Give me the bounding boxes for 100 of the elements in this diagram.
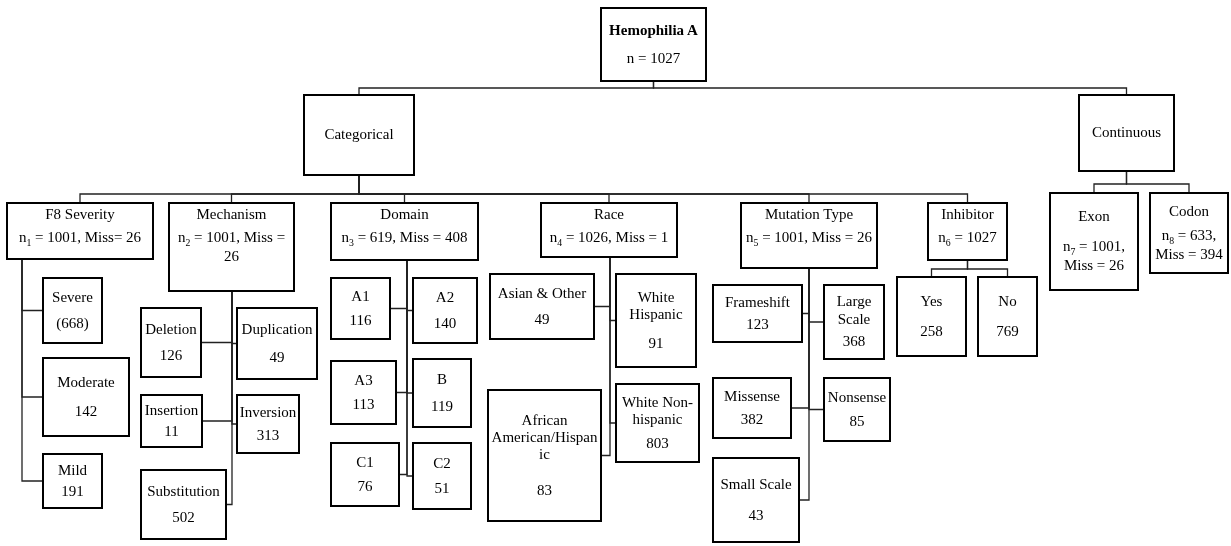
count-label: 191 [61,483,84,501]
category-label: Domain [380,206,429,224]
category-label: Yes [920,292,943,311]
category-box [236,307,318,380]
connector-line [1125,171,1190,193]
category-label: Continuous [1091,124,1162,142]
category-label: Mutation Type [764,206,854,224]
category-label: Small Scale [720,475,792,493]
category-label: Deletion [145,320,197,338]
count-label: 313 [256,426,280,445]
category-label: Hemophilia A [609,21,698,40]
category-box [615,273,697,368]
category-label: Exon [1078,208,1110,226]
category-box [42,453,103,509]
category-box [823,284,885,360]
count-label: 49 [269,348,285,366]
category-box [330,442,400,507]
category-box [540,202,678,258]
category-label: F8 Severity [45,206,115,224]
category-label: Moderate [57,373,115,391]
connector-line [21,259,43,482]
category-box [140,307,202,378]
category-label: A1 [351,287,370,306]
category-box [412,358,472,428]
category-box [740,202,878,269]
category-label: B [437,371,447,389]
category-box [330,277,391,340]
category-label: Race [594,206,624,224]
category-box [236,394,300,454]
count-label: n$_{5}$ = 1001, Miss = 26 [746,229,872,249]
category-box [712,377,792,439]
count-label: 119 [431,397,453,415]
category-box [823,377,891,442]
category-label: Substitution [147,482,220,500]
category-box [927,202,1008,261]
count-label: 11 [164,422,179,441]
count-label: 126 [159,347,183,365]
category-box [303,94,415,176]
count-label: 83 [537,482,552,500]
count-label: n$_{7}$ = 1001, Miss = 26 [1061,238,1127,275]
category-label: Frameshift [725,293,790,311]
count-label: 502 [172,509,195,527]
category-box [412,442,472,510]
category-label: Inhibitor [941,206,994,224]
connector-line [609,257,616,424]
category-box [600,7,707,82]
category-label: Codon [1169,202,1209,220]
category-box [412,277,478,344]
category-label: African American/Hispanic [490,411,599,464]
category-label: No [998,292,1017,311]
category-label: C2 [433,454,451,472]
category-box [140,469,227,540]
category-box [489,273,595,340]
category-label: Asian & Other [497,285,587,303]
count-label: 85 [849,413,865,431]
category-label: C1 [356,453,374,471]
category-box [615,383,700,463]
count-label: n = 1027 [626,49,681,68]
category-box [42,277,103,344]
category-label: Missense [724,387,780,405]
category-box [1078,94,1175,172]
category-box [487,389,602,522]
count-label: 368 [842,333,866,351]
count-label: (668) [56,314,89,332]
count-label: 43 [748,507,764,525]
category-label: White Non-hispanic [620,393,695,429]
category-label: Severe [52,289,93,307]
category-box [140,394,203,448]
connector-line [799,268,810,501]
count-label: n$_{4}$ = 1026, Miss = 1 [549,229,669,249]
count-label: n$_{3}$ = 619, Miss = 408 [341,229,468,249]
count-label: 49 [534,310,550,328]
category-box [42,357,130,437]
category-label: White Hispanic [628,288,684,324]
count-label: 51 [434,480,450,498]
count-label: 113 [352,396,375,414]
connector-line [406,260,413,477]
count-label: 142 [74,403,98,421]
count-label: 258 [920,322,943,341]
category-box [896,276,967,357]
category-label: A2 [435,289,455,307]
category-box [712,284,803,343]
count-label: 140 [433,314,457,332]
category-box [330,360,397,425]
count-label: n$_{2}$ = 1001, Miss = 26 [176,229,287,266]
category-box [330,202,479,261]
count-label: 91 [648,335,664,353]
count-label: 382 [740,411,764,429]
count-label: 76 [357,478,373,496]
count-label: n$_{1}$ = 1001, Miss= 26 [18,229,142,249]
category-box [712,457,800,543]
count-label: n$_{6}$ = 1027 [938,229,997,249]
category-box [1149,192,1229,274]
category-box [6,202,154,260]
category-label: A3 [354,371,373,389]
count-label: 123 [746,316,769,334]
count-label: 769 [996,322,1019,341]
connector-line [652,81,1128,95]
category-label: Mechanism [196,206,267,224]
category-box [1049,192,1139,291]
